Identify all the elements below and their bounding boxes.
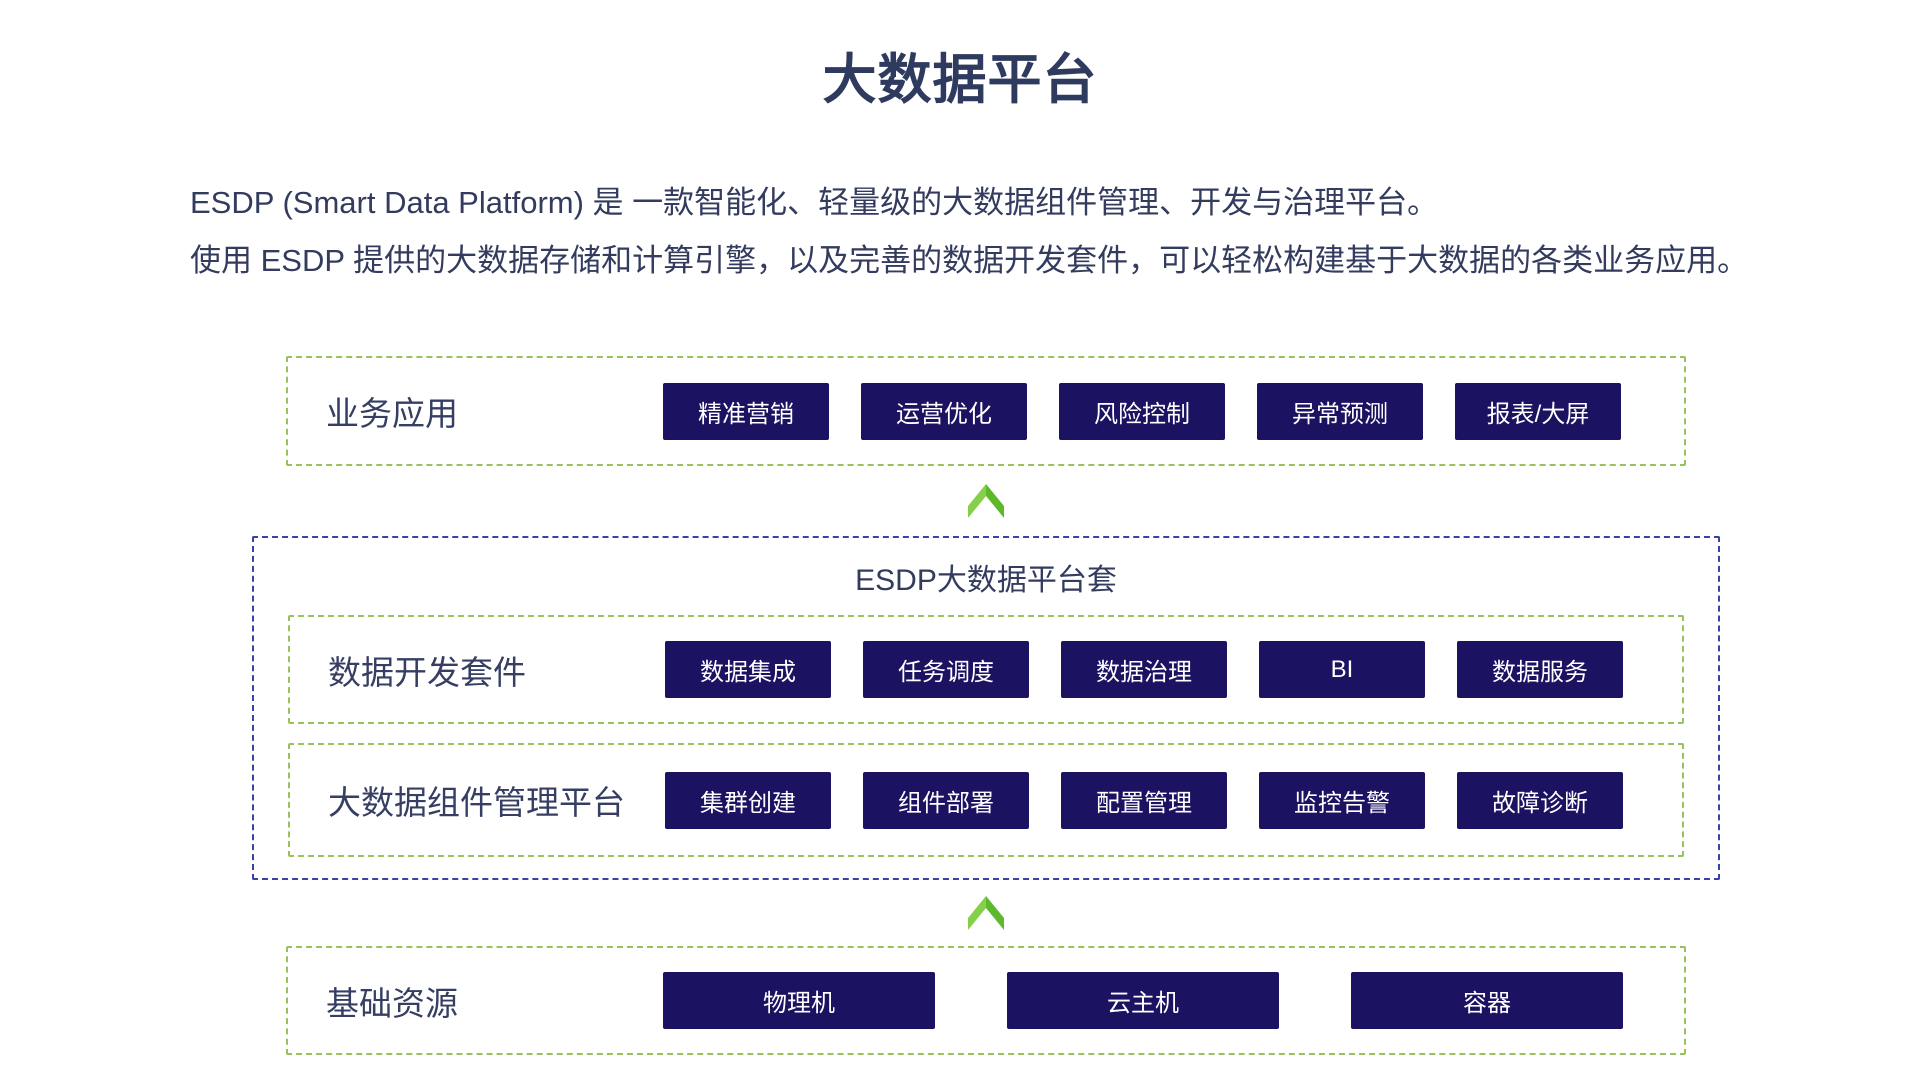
esdp-platform-title: ESDP大数据平台套 (855, 563, 1117, 597)
module-chip: 数据治理 (1061, 641, 1227, 698)
description-line-1: ESDP (Smart Data Platform) 是 一款智能化、轻量级的大… (190, 185, 1439, 220)
module-chip: 配置管理 (1061, 771, 1227, 829)
esdp-platform-box: ESDP大数据平台套 数据开发套件 数据集成 任务调度 数据治理 BI 数据服务… (252, 536, 1720, 880)
module-chip: 精准营销 (663, 382, 829, 440)
layer-component-mgmt-label: 大数据组件管理平台 (328, 784, 625, 821)
arrow-row-bottom (252, 880, 1720, 946)
architecture-diagram: 业务应用 精准营销 运营优化 风险控制 异常预测 报表/大屏 ESDP大数据平台… (252, 356, 1720, 1055)
module-chip: 数据集成 (665, 641, 831, 698)
business-chips: 精准营销 运营优化 风险控制 异常预测 报表/大屏 (663, 382, 1621, 440)
module-chip: 运营优化 (861, 382, 1027, 440)
description-line-2: 使用 ESDP 提供的大数据存储和计算引擎，以及完善的数据开发套件，可以轻松构建… (190, 243, 1749, 278)
module-chip: 异常预测 (1257, 382, 1423, 440)
module-chip: 容器 (1351, 972, 1623, 1029)
chevron-up-icon (968, 484, 1004, 518)
layer-business-label: 业务应用 (326, 395, 458, 432)
layer-dev-suite-label: 数据开发套件 (328, 653, 526, 691)
module-chip: BI (1259, 641, 1425, 698)
page-description: ESDP (Smart Data Platform) 是 一款智能化、轻量级的大… (190, 174, 1920, 290)
docs-page: 大数据平台 ESDP (Smart Data Platform) 是 一款智能化… (0, 50, 1920, 1080)
infrastructure-chips: 物理机 云主机 容器 (663, 972, 1623, 1029)
module-chip: 数据服务 (1457, 641, 1623, 698)
page-title: 大数据平台 (822, 50, 1098, 110)
module-chip: 任务调度 (863, 641, 1029, 698)
layer-component-management: 大数据组件管理平台 集群创建 组件部署 配置管理 监控告警 故障诊断 (288, 743, 1684, 857)
layer-infrastructure-label: 基础资源 (326, 984, 458, 1022)
layer-data-dev-suite: 数据开发套件 数据集成 任务调度 数据治理 BI 数据服务 (288, 615, 1684, 724)
module-chip: 集群创建 (665, 771, 831, 829)
chevron-up-icon (968, 896, 1004, 930)
module-chip: 云主机 (1007, 972, 1279, 1029)
module-chip: 物理机 (663, 972, 935, 1029)
layer-infrastructure: 基础资源 物理机 云主机 容器 (286, 946, 1686, 1055)
module-chip: 报表/大屏 (1455, 382, 1621, 440)
module-chip: 风险控制 (1059, 382, 1225, 440)
module-chip: 监控告警 (1259, 771, 1425, 829)
arrow-row-top (252, 466, 1720, 536)
module-chip: 组件部署 (863, 771, 1029, 829)
module-chip: 故障诊断 (1457, 771, 1623, 829)
dev-suite-chips: 数据集成 任务调度 数据治理 BI 数据服务 (665, 641, 1623, 698)
component-mgmt-chips: 集群创建 组件部署 配置管理 监控告警 故障诊断 (665, 771, 1623, 829)
layer-business-apps: 业务应用 精准营销 运营优化 风险控制 异常预测 报表/大屏 (286, 356, 1686, 466)
